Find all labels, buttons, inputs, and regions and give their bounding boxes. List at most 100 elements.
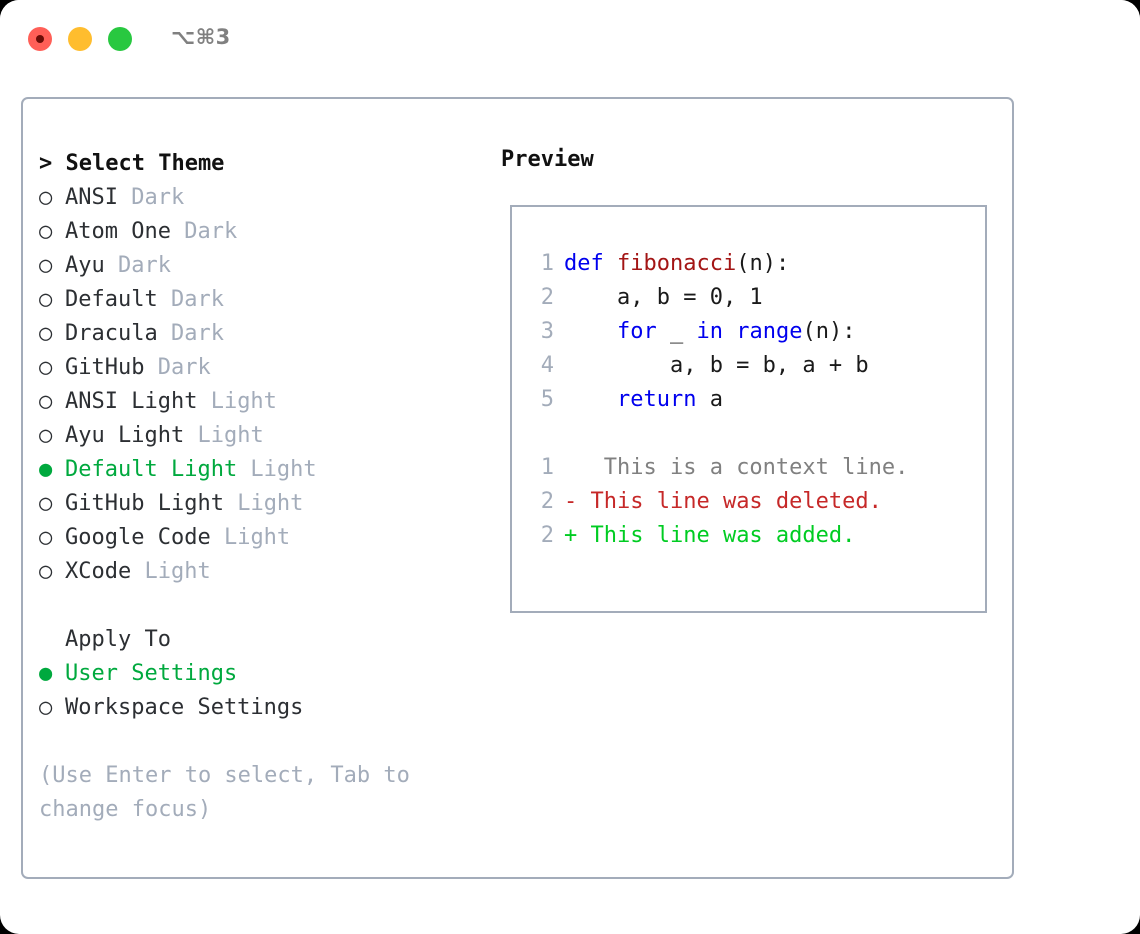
theme-item-type: Light: [237, 457, 317, 482]
radio-unselected-icon: ○: [39, 491, 53, 516]
theme-item-type: Light: [184, 423, 264, 448]
theme-item[interactable]: ○Atom One Dark: [39, 215, 479, 249]
radio-unselected-icon: ○: [39, 287, 53, 312]
code-token: return: [616, 387, 697, 412]
theme-item-label: XCode: [65, 559, 132, 584]
theme-item[interactable]: ○ Default Dark: [39, 283, 479, 317]
diff-marker: +: [564, 523, 578, 548]
theme-item[interactable]: ○ Ayu Light Light: [39, 419, 479, 453]
theme-item-type: Dark: [157, 287, 224, 312]
diff-line: 1 This is a context line.: [526, 451, 909, 485]
code-token: for: [616, 319, 657, 344]
radio-unselected-icon: ○: [39, 525, 53, 550]
radio-unselected-icon: ○: [39, 559, 53, 584]
theme-item[interactable]: ○Ayu Dark: [39, 249, 479, 283]
apply-to-list[interactable]: ●User Settings ○ Workspace Settings: [39, 657, 479, 725]
theme-item-type: Light: [131, 559, 211, 584]
theme-item-label: Dracula: [65, 321, 158, 346]
theme-item-type: Light: [210, 525, 291, 550]
code-token: fibonacci: [616, 251, 737, 276]
line-number: 2: [540, 489, 554, 514]
theme-item-label: Google Code: [65, 525, 211, 550]
theme-item[interactable]: ○ Google Code Light: [39, 521, 479, 555]
theme-item-type: Light: [197, 389, 277, 414]
code-token: (n):: [802, 319, 856, 344]
list-spacer: [39, 589, 479, 623]
theme-item-label: Ayu Light: [65, 423, 185, 448]
apply-to-title: Apply To: [65, 627, 171, 652]
line-number: 5: [540, 387, 554, 412]
radio-selected-icon: ●: [39, 661, 53, 686]
theme-item-type: Dark: [117, 185, 185, 210]
diff-line: 2 + This line was added.: [526, 519, 908, 553]
diff-text: This line was added.: [577, 523, 856, 548]
theme-item[interactable]: ○ Dracula Dark: [39, 317, 479, 351]
line-number: 2: [540, 285, 554, 310]
radio-unselected-icon: ○: [39, 219, 53, 244]
theme-item-label: GitHub Light: [65, 491, 224, 516]
diff-text: This is a context line.: [577, 455, 909, 480]
theme-item-type: Dark: [157, 321, 224, 346]
diff-text: This line was deleted.: [577, 489, 882, 514]
main-panel: > Select Theme ○ANSI Dark○Atom One Dark○…: [21, 97, 1014, 879]
diff-line: 2- This line was deleted.: [526, 485, 908, 519]
preview-title: Preview: [501, 147, 594, 172]
theme-item-label: GitHub: [65, 355, 145, 380]
radio-unselected-icon: ○: [39, 389, 53, 414]
code-token: _: [656, 319, 697, 344]
radio-unselected-icon: ○: [39, 185, 53, 210]
code-token: a, b = b, a + b: [564, 353, 869, 378]
line-number: 1: [540, 455, 554, 480]
apply-to-option[interactable]: ○ Workspace Settings: [39, 691, 479, 725]
code-token: (n):: [736, 251, 790, 276]
theme-item[interactable]: ●Default Light Light: [39, 453, 479, 487]
theme-item-label: ANSI Light: [65, 389, 198, 414]
theme-item-label: ANSI: [65, 185, 118, 210]
maximize-window-icon[interactable]: [108, 27, 132, 51]
theme-item[interactable]: ○ XCode Light: [39, 555, 479, 589]
theme-item[interactable]: ○ ANSI Dark: [39, 181, 479, 215]
radio-selected-icon: ●: [39, 457, 53, 482]
radio-unselected-icon: ○: [39, 695, 53, 720]
theme-list[interactable]: ○ANSI Dark○Atom One Dark○Ayu Dark○Defaul…: [39, 181, 479, 589]
theme-item[interactable]: ○ GitHub Light Light: [39, 487, 479, 521]
code-line: 5 return a: [526, 383, 908, 417]
code-token: [564, 387, 617, 412]
code-line: 2 a, b = 0, 1: [526, 281, 908, 315]
apply-to-option-label: Workspace Settings: [65, 695, 304, 720]
code-line: 3 for _ in range(n):: [526, 315, 908, 349]
theme-item[interactable]: ○GitHub Dark: [39, 351, 479, 385]
title-bar: ⌥⌘3: [0, 0, 1140, 78]
theme-item[interactable]: ○ ANSI Light Light: [39, 385, 479, 419]
keyboard-hint-text: (Use Enter to select, Tab to change focu…: [39, 763, 410, 822]
code-token: a: [696, 387, 723, 412]
code-token: range: [736, 319, 803, 344]
code-token: [564, 319, 617, 344]
code-token: in: [696, 319, 737, 344]
theme-item-type: Dark: [170, 219, 238, 244]
code-token: def: [564, 251, 617, 276]
apply-to-option[interactable]: ●User Settings: [39, 657, 479, 691]
theme-item-label: Default: [65, 287, 158, 312]
close-window-icon[interactable]: [28, 27, 52, 51]
diff-marker: -: [564, 489, 578, 514]
minimize-window-icon[interactable]: [68, 27, 92, 51]
line-number: 1: [540, 251, 554, 276]
diff-marker: [564, 455, 577, 480]
radio-unselected-icon: ○: [39, 321, 53, 346]
keyboard-shortcut-label: ⌥⌘3: [171, 25, 231, 49]
theme-item-type: Light: [223, 491, 304, 516]
line-number: 4: [540, 353, 554, 378]
code-blank-line: [526, 417, 908, 451]
theme-item-label: Ayu: [65, 253, 105, 278]
line-number: 3: [540, 319, 554, 344]
radio-unselected-icon: ○: [39, 423, 53, 448]
radio-unselected-icon: ○: [39, 253, 53, 278]
code-token: a, b = 0, 1: [564, 285, 763, 310]
radio-unselected-icon: ○: [39, 355, 53, 380]
line-number: 2: [540, 523, 554, 548]
